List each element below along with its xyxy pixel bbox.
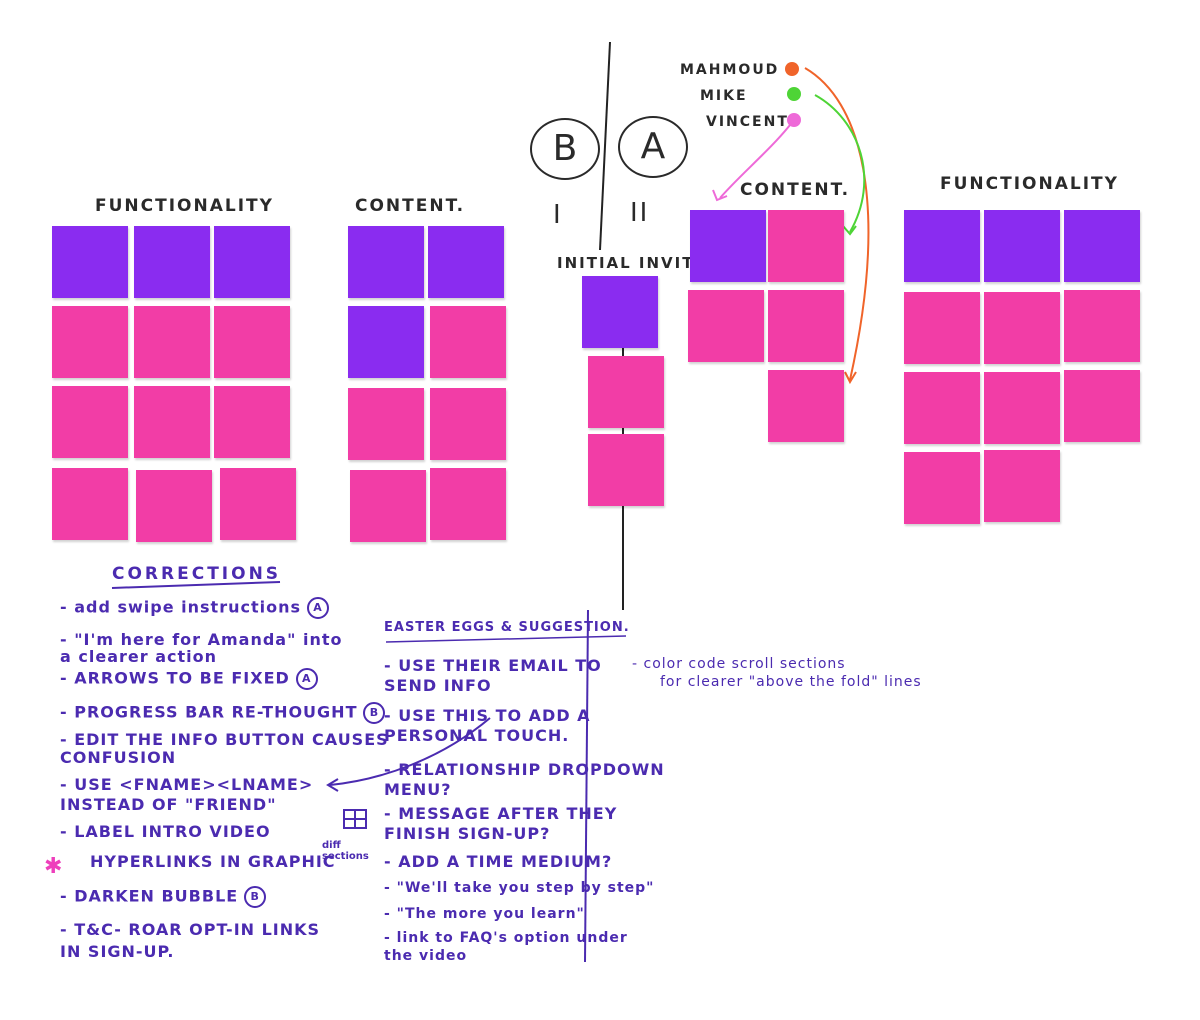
- heading-functionality-right: FUNCTIONALITY: [940, 174, 1119, 194]
- easter-item: the video: [384, 948, 468, 964]
- correction-item: HYPERLINKS IN GRAPHIC: [90, 852, 336, 871]
- sticky-note: [588, 356, 664, 428]
- sticky-note: [52, 306, 128, 378]
- easter-item: - RELATIONSHIP DROPDOWN: [384, 760, 665, 779]
- sticky-note: [52, 468, 128, 540]
- version-a-count: II: [630, 198, 650, 228]
- sticky-note: [430, 388, 506, 460]
- sticky-note: [430, 306, 506, 378]
- sticky-note: [1064, 370, 1140, 442]
- correction-item: - LABEL INTRO VIDEO: [60, 822, 271, 841]
- vincent-arrow: [719, 124, 791, 199]
- sticky-note: [348, 388, 424, 460]
- correction-item: a clearer action: [60, 647, 217, 666]
- sticky-note: [904, 292, 980, 364]
- correction-item: - USE <FNAME><LNAME>: [60, 775, 314, 794]
- version-b-marker: B: [363, 702, 386, 724]
- sticky-note: [904, 372, 980, 444]
- sticky-note: [768, 290, 844, 362]
- correction-item: - T&C- ROAR OPT-IN LINKS: [60, 920, 321, 939]
- legend-name-vincent: VINCENT: [706, 114, 789, 130]
- sticky-note: [134, 226, 210, 298]
- easter-item: SEND INFO: [384, 676, 492, 695]
- version-a-circle: A: [618, 116, 688, 178]
- legend-name-mahmoud: MAHMOUD: [680, 62, 780, 78]
- corrections-divider: [584, 609, 589, 963]
- legend-name-mike: MIKE: [700, 88, 748, 104]
- heading-functionality-left: FUNCTIONALITY: [95, 196, 274, 216]
- correction-item: INSTEAD OF "FRIEND": [60, 795, 277, 814]
- sticky-note: [52, 386, 128, 458]
- mike-arrow: [814, 94, 866, 233]
- sticky-note: [428, 226, 504, 298]
- side-note-line: for clearer "above the fold" lines: [660, 674, 922, 690]
- sticky-note: [136, 470, 212, 542]
- sticky-note: [768, 370, 844, 442]
- easter-item: - USE THEIR EMAIL TO: [384, 656, 602, 675]
- sticky-note: [214, 226, 290, 298]
- sticky-note: [52, 226, 128, 298]
- correction-item: CONFUSION: [60, 748, 177, 767]
- sticky-note: [430, 468, 506, 540]
- easter-link-arrow: [329, 717, 491, 786]
- easter-underline: [385, 635, 627, 643]
- easter-title: EASTER EGGS & SUGGESTION.: [384, 620, 630, 635]
- correction-item: IN SIGN-UP.: [60, 942, 175, 961]
- sticky-note: [220, 468, 296, 540]
- heading-content-right: CONTENT.: [740, 180, 851, 200]
- sticky-note: [348, 226, 424, 298]
- correction-item: - EDIT THE INFO BUTTON CAUSES: [60, 730, 389, 749]
- easter-item: - "We'll take you step by step": [384, 880, 655, 896]
- easter-item: - "The more you learn": [384, 906, 585, 922]
- diff-sections-note: diff sections: [322, 840, 369, 862]
- sticky-note: [984, 450, 1060, 522]
- easter-item: FINISH SIGN-UP?: [384, 824, 551, 843]
- sticky-note: [588, 434, 664, 506]
- sticky-note: [904, 452, 980, 524]
- heading-content-left: CONTENT.: [355, 196, 466, 216]
- legend-dot-vincent: [787, 113, 801, 127]
- version-b-circle: B: [530, 118, 600, 180]
- sticky-note: [690, 210, 766, 282]
- version-a-marker: A: [307, 597, 329, 619]
- easter-item: - USE THIS TO ADD A: [384, 706, 591, 725]
- corrections-underline: [111, 581, 281, 589]
- sticky-note: [984, 292, 1060, 364]
- sticky-note: [348, 306, 424, 378]
- sticky-note: [350, 470, 426, 542]
- sticky-note: [768, 210, 844, 282]
- correction-item: - "I'm here for Amanda" into: [60, 630, 343, 649]
- heading-initial-invite: INITIAL INVITE: [557, 254, 707, 272]
- side-note-line: - color code scroll sections: [632, 656, 846, 672]
- sticky-note: [688, 290, 764, 362]
- sticky-note: [134, 386, 210, 458]
- easter-item: - ADD A TIME MEDIUM?: [384, 852, 613, 871]
- grid-icon: [343, 809, 367, 829]
- easter-item: MENU?: [384, 780, 452, 799]
- corrections-title: CORRECTIONS: [112, 564, 282, 584]
- divider-line-top: [599, 41, 611, 251]
- easter-item: PERSONAL TOUCH.: [384, 726, 570, 745]
- sticky-note: [984, 210, 1060, 282]
- version-b-count: I: [553, 200, 563, 230]
- sticky-note: [904, 210, 980, 282]
- sticky-note: [214, 306, 290, 378]
- easter-item: - link to FAQ's option under: [384, 930, 628, 946]
- sticky-note: [984, 372, 1060, 444]
- sticky-note: [1064, 210, 1140, 282]
- asterisk-icon: ✱: [44, 854, 63, 879]
- version-a-marker: A: [295, 668, 318, 690]
- sticky-note: [134, 306, 210, 378]
- easter-item: - MESSAGE AFTER THEY: [384, 804, 618, 823]
- sticky-note: [1064, 290, 1140, 362]
- version-b-marker: B: [244, 886, 267, 908]
- sticky-note: [214, 386, 290, 458]
- legend-dot-mike: [787, 87, 801, 101]
- sticky-note: [582, 276, 658, 348]
- legend-dot-mahmoud: [785, 62, 799, 76]
